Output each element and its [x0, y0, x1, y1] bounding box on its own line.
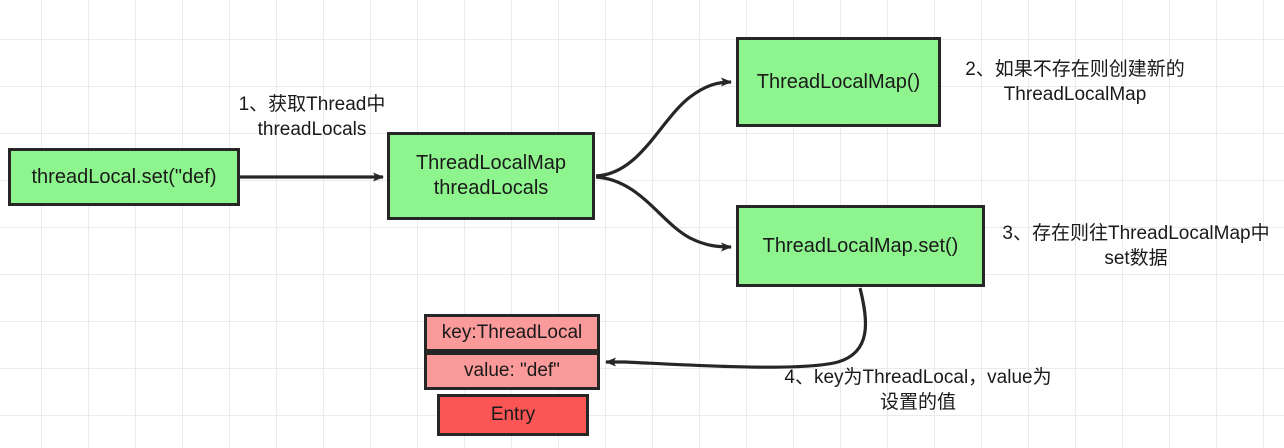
node-threadlocalmap-set[interactable]: ThreadLocalMap.set() [736, 205, 985, 287]
node-threadlocal-set[interactable]: threadLocal.set("def) [8, 148, 240, 206]
label-step-1: 1、获取Thread中 threadLocals [238, 94, 386, 140]
node-entry-value[interactable]: value: "def" [424, 352, 600, 390]
node-threadlocalmap-threadlocals[interactable]: ThreadLocalMap threadLocals [387, 132, 595, 220]
arrow-set-to-entry [605, 287, 868, 369]
node-entry-title[interactable]: Entry [437, 394, 589, 436]
arrow-field-to-set [595, 175, 732, 252]
label-step-3: 3、存在则往ThreadLocalMap中 set数据 [1002, 223, 1270, 269]
label-step-4: 4、key为ThreadLocal，value为 设置的值 [784, 367, 1052, 413]
node-entry-key[interactable]: key:ThreadLocal [424, 314, 600, 352]
arrow-field-to-ctor [595, 77, 732, 178]
node-threadlocalmap-constructor[interactable]: ThreadLocalMap() [736, 37, 941, 127]
label-step-2: 2、如果不存在则创建新的 ThreadLocalMap [965, 59, 1185, 105]
